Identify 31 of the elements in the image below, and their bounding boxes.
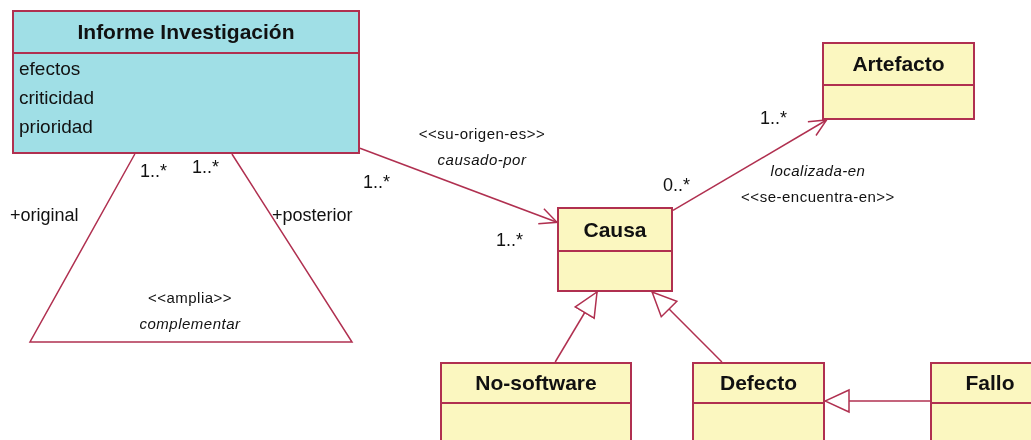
class-box <box>557 207 673 292</box>
role-label: +original <box>10 205 79 226</box>
multiplicity-label: 0..* <box>663 175 691 196</box>
class-name: Artefacto <box>852 52 945 76</box>
generalization-arrow <box>824 389 931 413</box>
class-name: Defecto <box>720 371 797 395</box>
edge-label: <<amplia>> complementar <box>138 288 242 334</box>
class-name: Causa <box>583 217 647 242</box>
edge-label: <<su-origen-es>> causado-por <box>417 124 547 170</box>
class-box <box>440 362 632 440</box>
class-box <box>692 362 825 440</box>
multiplicity-label: 1..* <box>192 157 220 178</box>
role-label: +posterior <box>272 205 353 226</box>
class-box <box>822 42 975 120</box>
attribute-text: prioridad <box>18 115 93 139</box>
multiplicity-label: 1..* <box>760 108 788 129</box>
association-line <box>28 153 354 343</box>
association-arrow <box>359 147 558 225</box>
association-arrow <box>672 119 828 212</box>
attribute-text: efectos <box>18 57 81 81</box>
multiplicity-label: 1..* <box>363 172 391 193</box>
generalization-arrow <box>554 291 598 363</box>
class-name: Informe Investigación <box>77 20 295 44</box>
class-name: No-software <box>475 371 597 395</box>
class-box <box>12 10 360 154</box>
edge-label: localizada-en <<se-encuentra-en>> <box>740 161 896 207</box>
generalization-arrow <box>651 291 723 363</box>
class-name: Fallo <box>965 371 1015 395</box>
multiplicity-label: 1..* <box>496 230 524 251</box>
attribute-text: criticidad <box>18 86 94 110</box>
multiplicity-label: 1..* <box>140 161 168 182</box>
